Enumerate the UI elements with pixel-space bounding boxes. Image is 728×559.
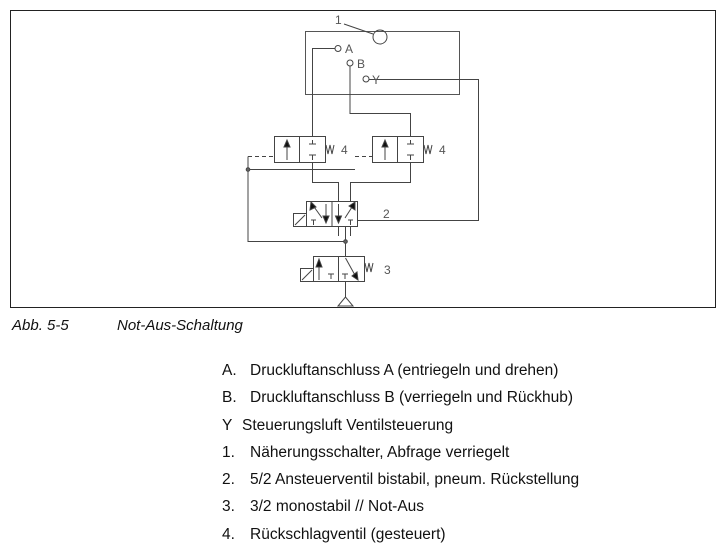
legend-item: 4. Rückschlagventil (gesteuert) — [222, 526, 579, 553]
label-port-y: Y — [372, 73, 380, 87]
legend-item: 2. 5/2 Ansteuerventil bistabil, pneum. Rü… — [222, 471, 579, 498]
device-box — [305, 31, 460, 95]
figure-number: Abb. 5-5 — [12, 317, 69, 334]
figure-frame — [10, 10, 716, 308]
pneumatic-circuit-diagram: 1 A B Y 4 4 2 3 — [10, 10, 716, 308]
label-switch: 1 — [335, 13, 342, 27]
figure-title: Not-Aus-Schaltung — [117, 317, 243, 334]
legend-text: Druckluftanschluss B (verriegeln und Rüc… — [250, 389, 574, 407]
legend-item: B. Druckluftanschluss B (verriegeln und R… — [222, 389, 579, 416]
legend-list: A. Druckluftanschluss A (entriegeln und d… — [222, 362, 579, 553]
legend-text: Steuerungsluft Ventilsteuerung — [242, 416, 454, 434]
legend-key: 1. — [222, 443, 235, 461]
port-b-icon — [346, 59, 354, 67]
legend-item: A. Druckluftanschluss A (entriegeln und d… — [222, 362, 579, 389]
control-valve-5-2 — [293, 200, 358, 227]
check-valve-left — [274, 136, 335, 163]
label-valve4-right: 4 — [439, 143, 446, 157]
label-valve4-left: 4 — [341, 143, 348, 157]
exhaust-icon — [336, 296, 355, 307]
label-port-b: B — [357, 57, 365, 71]
legend-item: 1. Näherungsschalter, Abfrage verriegelt — [222, 444, 579, 471]
legend-item: 3. 3/2 monostabil // Not-Aus — [222, 498, 579, 525]
legend-key: 3. — [222, 498, 235, 516]
legend-key: Y — [222, 416, 233, 434]
legend-text: Rückschlagventil (gesteuert) — [250, 525, 446, 543]
port-a-icon — [334, 45, 342, 52]
check-valve-right — [372, 136, 433, 163]
legend-text: Druckluftanschluss A (entriegeln und dre… — [250, 362, 559, 379]
port-y-icon — [362, 75, 370, 83]
proximity-switch-icon — [372, 29, 388, 45]
legend-text: Näherungsschalter, Abfrage verriegelt — [250, 443, 510, 461]
label-valve2: 2 — [383, 207, 390, 221]
legend-key: B. — [222, 389, 237, 407]
emergency-stop-valve-3-2 — [300, 256, 374, 282]
legend-item: Y Steuerungsluft Ventilsteuerung — [222, 417, 579, 444]
label-valve3: 3 — [384, 263, 391, 277]
legend-key: 4. — [222, 525, 235, 543]
label-port-a: A — [345, 42, 353, 56]
legend-text: 5/2 Ansteuerventil bistabil, pneum. Rück… — [250, 471, 580, 489]
legend-key: A. — [222, 362, 237, 379]
legend-key: 2. — [222, 471, 235, 489]
legend-text: 3/2 monostabil // Not-Aus — [250, 498, 425, 516]
